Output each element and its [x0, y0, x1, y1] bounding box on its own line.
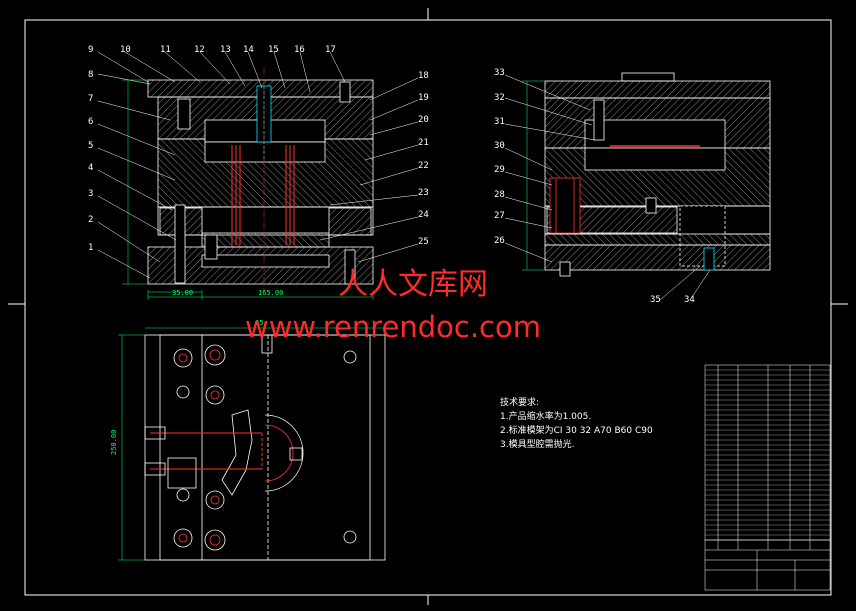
part-label-31: 31 — [494, 117, 505, 127]
part-label-30: 30 — [494, 141, 505, 151]
part-label-15: 15 — [268, 45, 279, 55]
title-block — [704, 539, 831, 591]
plan-view — [144, 334, 386, 561]
dim-bottom-b: 165.00 — [258, 289, 283, 297]
sheet-border — [8, 8, 848, 605]
part-label-1: 1 — [88, 243, 93, 253]
part-label-25: 25 — [418, 237, 429, 247]
part-label-17: 17 — [325, 45, 336, 55]
parts-list-table — [704, 364, 831, 541]
part-label-11: 11 — [160, 45, 171, 55]
part-label-7: 7 — [88, 94, 93, 104]
part-label-14: 14 — [243, 45, 254, 55]
part-label-9: 9 — [88, 45, 93, 55]
part-label-19: 19 — [418, 93, 429, 103]
plan-view-dimensions — [118, 327, 385, 561]
part-label-33: 33 — [494, 68, 505, 78]
part-label-5: 5 — [88, 141, 93, 151]
part-label-8: 8 — [88, 70, 93, 80]
tech-req-line-2: 2.标准模架为CI 30 32 A70 B60 C90 — [500, 424, 653, 436]
part-label-28: 28 — [494, 190, 505, 200]
leaders-main — [97, 51, 419, 279]
leaders-side — [504, 74, 711, 301]
part-label-16: 16 — [294, 45, 305, 55]
part-label-24: 24 — [418, 210, 429, 220]
side-section-view — [544, 72, 771, 277]
part-label-4: 4 — [88, 163, 93, 173]
part-label-13: 13 — [220, 45, 231, 55]
part-label-35: 35 — [650, 295, 661, 305]
watermark-url: www.renrendoc.com — [245, 310, 541, 344]
tech-req-title: 技术要求: — [500, 396, 539, 408]
part-label-3: 3 — [88, 189, 93, 199]
part-label-23: 23 — [418, 188, 429, 198]
dim-bottom-a: 35.00 — [172, 289, 193, 297]
side-view-dimensions — [522, 80, 545, 271]
part-label-6: 6 — [88, 117, 93, 127]
part-label-21: 21 — [418, 138, 429, 148]
part-label-26: 26 — [494, 236, 505, 246]
part-label-18: 18 — [418, 71, 429, 81]
part-label-32: 32 — [494, 93, 505, 103]
dim-plan-side: 250.00 — [110, 430, 118, 455]
part-label-22: 22 — [418, 161, 429, 171]
part-label-10: 10 — [120, 45, 131, 55]
tech-req-line-3: 3.模具型腔需抛光. — [500, 438, 574, 450]
tech-req-line-1: 1.产品缩水率为1.005. — [500, 410, 591, 422]
main-section-view — [147, 68, 374, 292]
part-label-20: 20 — [418, 115, 429, 125]
watermark-chinese: 人人文库网 — [338, 267, 488, 302]
dim-plan-top: Φ5 — [255, 319, 263, 327]
part-label-27: 27 — [494, 211, 505, 221]
parts-list-rows — [705, 369, 830, 536]
part-label-29: 29 — [494, 165, 505, 175]
part-label-2: 2 — [88, 215, 93, 225]
part-label-12: 12 — [194, 45, 205, 55]
main-view-dimensions — [122, 79, 374, 300]
part-label-34: 34 — [684, 295, 695, 305]
